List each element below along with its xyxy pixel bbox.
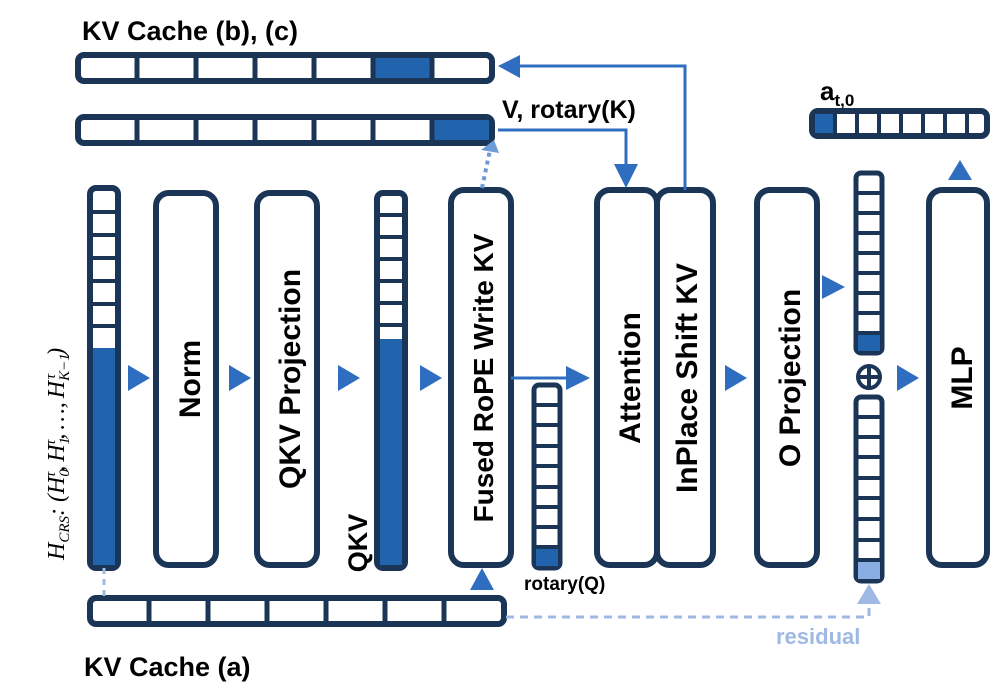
- mlp-label: MLP: [946, 346, 979, 409]
- residual-dashed-arrow: [506, 600, 871, 619]
- rotary-q-column: [531, 382, 563, 571]
- attention-output-column: [853, 170, 885, 356]
- kv-cache-row-top: [75, 52, 495, 84]
- input-hidden-states-label: HCRS: (H0τ,H1τ,…,HK−1τ): [43, 348, 73, 561]
- output-token-row: [809, 108, 990, 139]
- inplace-shift-label: InPlace Shift KV: [671, 263, 704, 493]
- attention-label: Attention: [614, 312, 647, 444]
- fused-rope-label: Fused RoPE Write KV: [468, 233, 499, 522]
- o-projection-block: [754, 187, 820, 568]
- kv-cache-row-second: [75, 114, 495, 146]
- kv-cache-top-label: KV Cache (b), (c): [82, 16, 298, 46]
- residual-column: [853, 394, 885, 584]
- input-hidden-states-column: [87, 185, 121, 571]
- rope-write-dotted-arrow: [480, 149, 492, 189]
- v-rotary-k-label: V, rotary(K): [502, 96, 636, 124]
- flow-arrows: [128, 160, 972, 590]
- rotary-q-label: rotary(Q): [524, 574, 605, 595]
- shift-to-cache-arrow: [512, 64, 687, 190]
- kv-cache-bottom-label: KV Cache (a): [84, 652, 251, 682]
- mlp-block: [926, 187, 990, 568]
- kv-to-attention-arrow: [498, 128, 628, 180]
- qkv-column: [374, 190, 408, 571]
- qkv-projection-block: [254, 190, 320, 568]
- a-t0-label: at,0: [820, 76, 854, 110]
- qkv-label: QKV: [343, 514, 373, 573]
- residual-label: residual: [776, 624, 860, 649]
- kv-cache-row-bottom: [87, 595, 507, 627]
- norm-block: [153, 190, 219, 568]
- norm-label: Norm: [174, 340, 207, 418]
- o-projection-label: O Projection: [774, 289, 807, 467]
- qkv-projection-label: QKV Projection: [274, 269, 307, 489]
